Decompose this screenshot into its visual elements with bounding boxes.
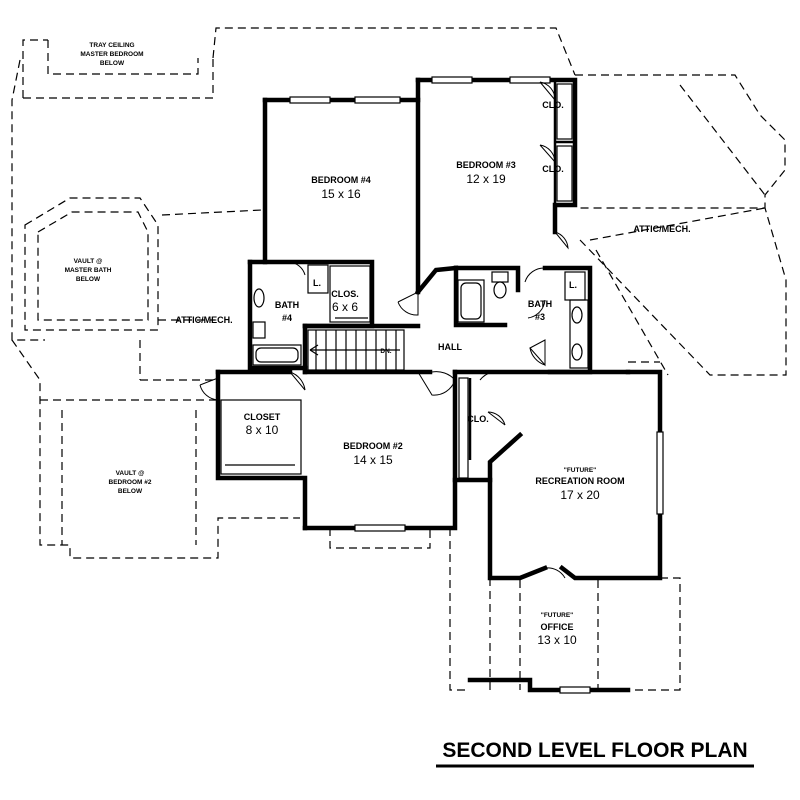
- linen-label-right: L.: [569, 280, 577, 290]
- closet-label-rec: CLO.: [467, 414, 489, 424]
- bath4-number: #4: [282, 313, 292, 323]
- fixtures: [220, 83, 589, 479]
- closet-size: 8 x 10: [246, 423, 279, 437]
- bath4-name: BATH: [275, 300, 299, 310]
- stair: [307, 329, 405, 371]
- bedroom3-size: 12 x 19: [466, 172, 506, 186]
- office-size: 13 x 10: [537, 633, 577, 647]
- roof-outline-dashed: [11, 27, 787, 691]
- attic-left-label: ATTIC/MECH.: [175, 315, 232, 325]
- tray-ceiling-line2: MASTER BEDROOM: [80, 51, 143, 58]
- tray-ceiling-line3: BELOW: [100, 60, 125, 67]
- vault-bedroom2-line1: VAULT @: [116, 470, 145, 477]
- vault-master-bath-line1: VAULT @: [74, 258, 103, 265]
- clos6-name: CLOS.: [331, 289, 359, 299]
- recreation-size: 17 x 20: [560, 488, 600, 502]
- bedroom2-name: BEDROOM #2: [343, 441, 403, 451]
- stair-dn-label: DN.: [380, 348, 391, 355]
- office-tag: "FUTURE": [541, 612, 574, 619]
- clos6-size: 6 x 6: [332, 300, 358, 314]
- closet-name: CLOSET: [244, 412, 281, 422]
- plan-title: SECOND LEVEL FLOOR PLAN: [442, 739, 747, 762]
- attic-right-label: ATTIC/MECH.: [633, 224, 690, 234]
- hall-name: HALL: [438, 342, 462, 352]
- closet-label-upper: CLO.: [542, 100, 564, 110]
- room-labels: BEDROOM #4 15 x 16 BEDROOM #3 12 x 19 BE…: [65, 42, 691, 647]
- recreation-tag: "FUTURE": [564, 467, 597, 474]
- linen-label-left: L.: [313, 278, 321, 288]
- bath3-name: BATH: [528, 299, 552, 309]
- vault-master-bath-line2: MASTER BATH: [65, 267, 112, 274]
- office-name: OFFICE: [541, 622, 574, 632]
- tray-ceiling-line1: TRAY CEILING: [89, 42, 134, 49]
- door-swings: [199, 81, 569, 579]
- bedroom4-size: 15 x 16: [321, 187, 361, 201]
- windows: [289, 76, 664, 694]
- bedroom3-name: BEDROOM #3: [456, 160, 516, 170]
- vault-master-bath-outline: [24, 197, 263, 331]
- bath3-number: #3: [535, 312, 545, 322]
- bedroom2-size: 14 x 15: [353, 453, 393, 467]
- vault-bedroom2-line3: BELOW: [118, 488, 143, 495]
- plan-title-block: SECOND LEVEL FLOOR PLAN: [436, 739, 754, 768]
- walls: [215, 77, 663, 693]
- closet-label-lower: CLO.: [542, 164, 564, 174]
- recreation-name: RECREATION ROOM: [535, 476, 624, 486]
- vault-master-bath-line3: BELOW: [76, 276, 101, 283]
- vault-bedroom2-line2: BEDROOM #2: [109, 479, 152, 486]
- bedroom4-name: BEDROOM #4: [311, 175, 371, 185]
